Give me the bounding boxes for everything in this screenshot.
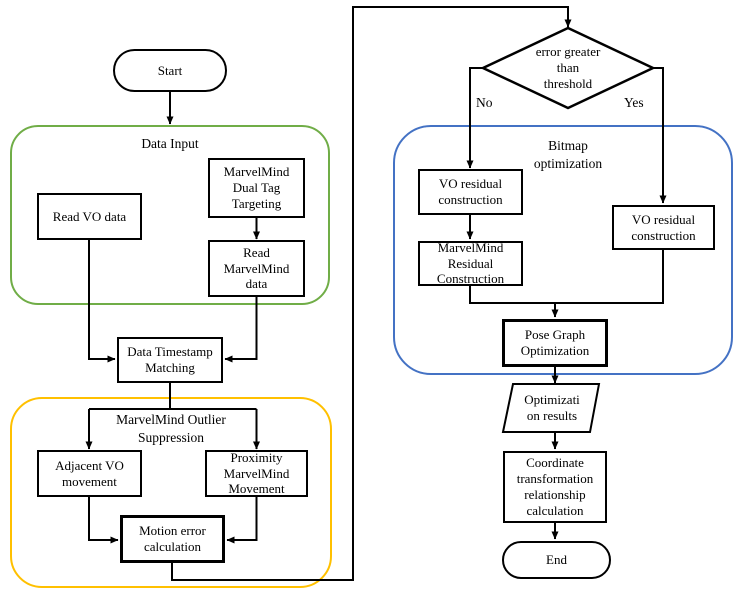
node-marvelmind-dual-tag: MarvelMind Dual Tag Targeting xyxy=(208,158,305,218)
edge-motion-to-decision xyxy=(171,6,572,581)
group-bitmap-optimization-title: Bitmap optimization xyxy=(533,138,603,171)
node-motion-error-calculation: Motion error calculation xyxy=(120,515,225,563)
node-optimization-results-label: Optimizati on results xyxy=(524,392,580,423)
node-marvelmind-residual-construction: MarvelMind Residual Construction xyxy=(418,240,523,286)
edge-decision-no xyxy=(466,67,483,169)
node-vo-residual-construction-no: VO residual construction xyxy=(418,169,523,215)
group-outlier-suppression-title: MarvelMind Outlier Suppression xyxy=(116,412,226,445)
decision-diamond-shape xyxy=(480,26,656,110)
end-terminal: End xyxy=(502,541,611,579)
decision-no-label: No xyxy=(476,95,493,110)
edge-proximity-to-motion xyxy=(226,497,258,544)
node-data-timestamp-matching: Data Timestamp Matching xyxy=(117,337,223,383)
node-read-marvelmind-data: Read MarvelMind data xyxy=(208,240,305,297)
edge-read-vo-to-timestamp xyxy=(88,240,116,363)
edge-decision-yes xyxy=(653,67,667,204)
group-data-input-title: Data Input xyxy=(141,136,199,151)
start-terminal: Start xyxy=(113,49,227,92)
edge-read-mm-to-timestamp xyxy=(224,297,258,363)
group-data-input xyxy=(10,125,330,305)
edge-adjacent-to-motion xyxy=(88,497,119,544)
node-vo-residual-construction-yes: VO residual construction xyxy=(612,205,715,250)
node-coordinate-transformation: Coordinate transformation relationship c… xyxy=(503,451,607,523)
group-bitmap-optimization xyxy=(393,125,733,375)
edge-merge-bar xyxy=(469,250,664,304)
decision-diamond-label: error greater than threshold xyxy=(535,44,601,91)
node-read-vo-data: Read VO data xyxy=(37,193,142,240)
node-pose-graph-optimization: Pose Graph Optimization xyxy=(502,319,608,367)
node-proximity-marvelmind-movement: Proximity MarvelMind Movement xyxy=(205,450,308,497)
node-adjacent-vo-movement: Adjacent VO movement xyxy=(37,450,142,497)
results-parallelogram-shape xyxy=(501,383,601,433)
decision-yes-label: Yes xyxy=(624,95,644,110)
